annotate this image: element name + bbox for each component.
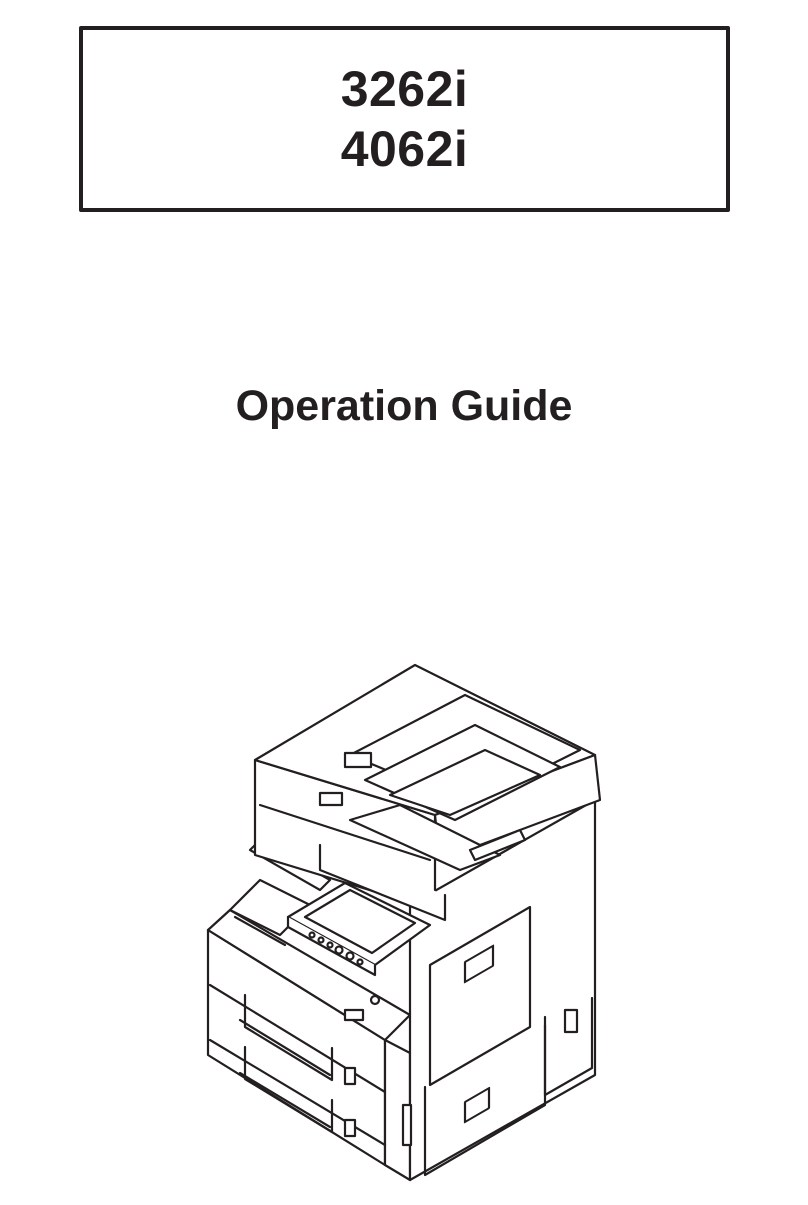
- document-title: Operation Guide: [0, 378, 808, 434]
- model-name-3262i: 3262i: [341, 59, 469, 119]
- multifunction-printer-icon: [200, 655, 610, 1185]
- model-name-box: 3262i 4062i: [79, 26, 730, 212]
- model-name-4062i: 4062i: [341, 119, 469, 179]
